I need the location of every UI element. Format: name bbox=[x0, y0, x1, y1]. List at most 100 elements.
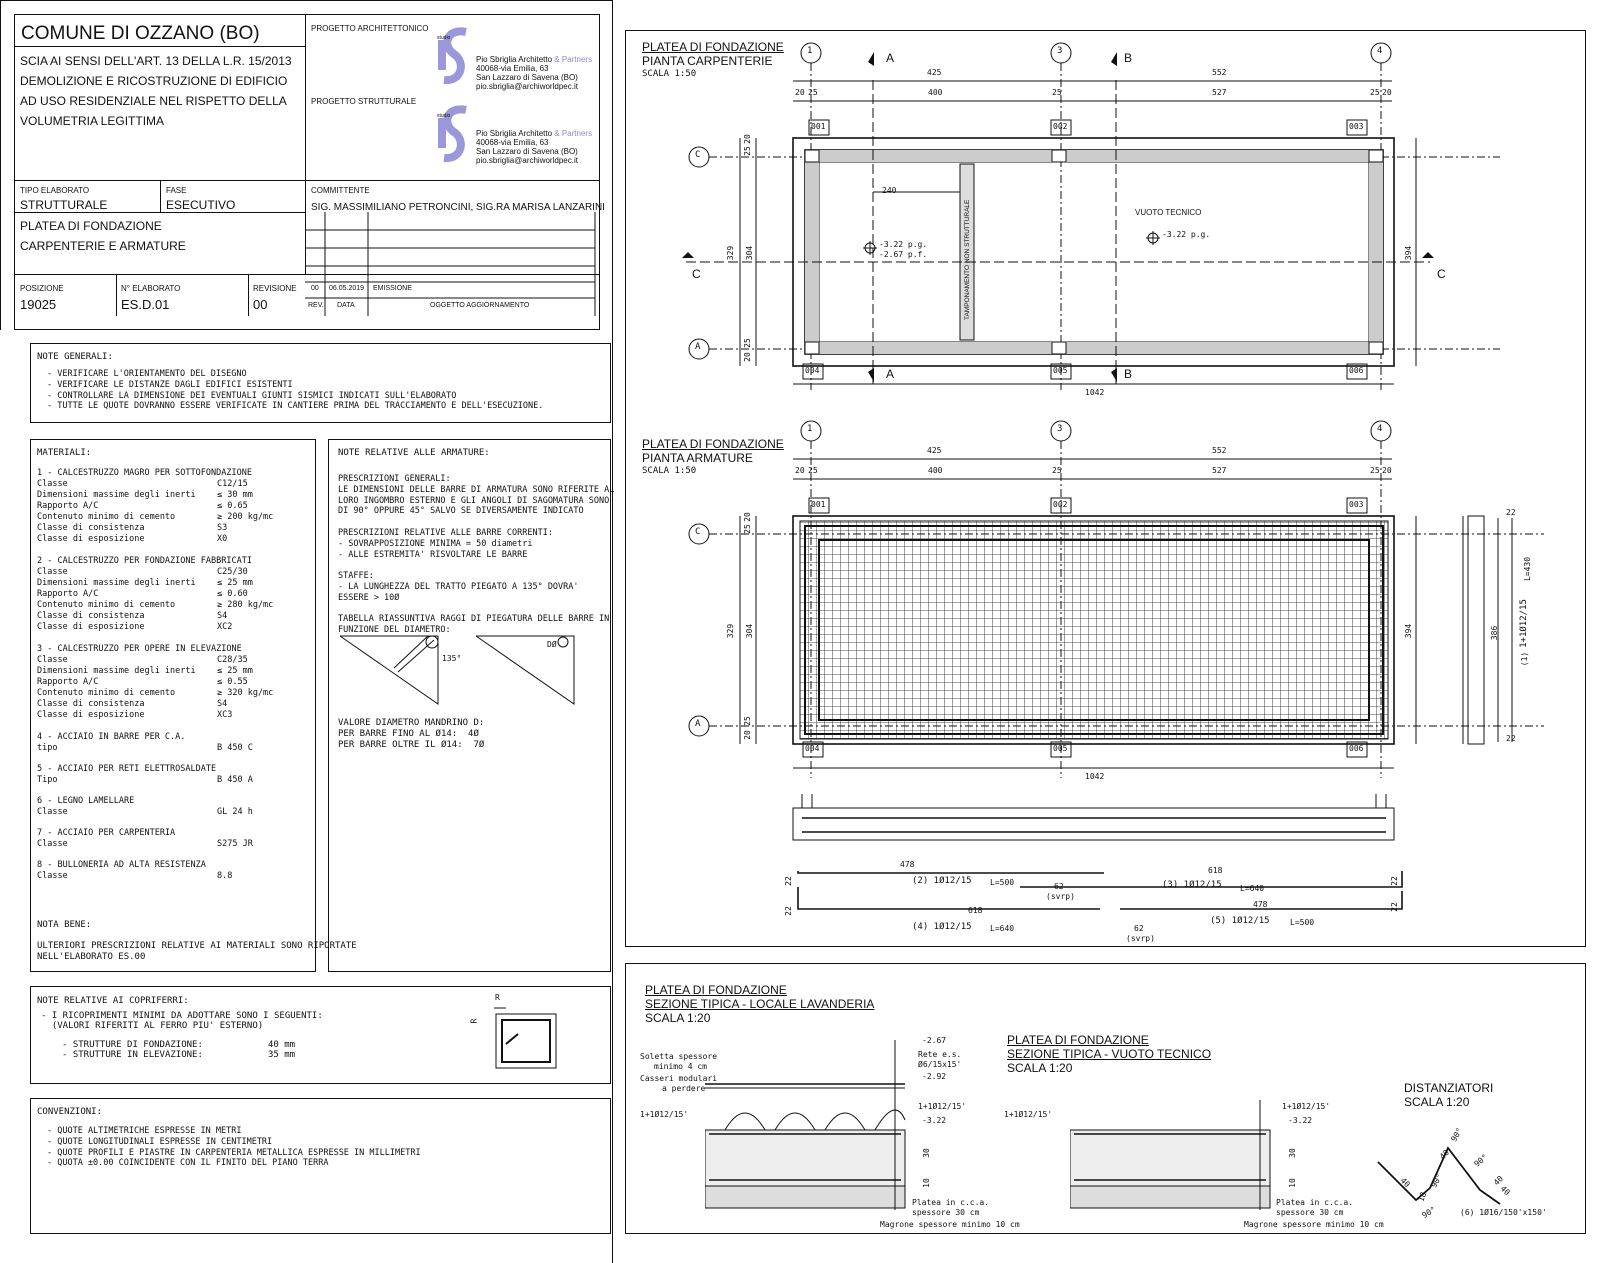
node-tag: 001 bbox=[811, 122, 826, 131]
label-magrone: Magrone spessore minimo 10 cm bbox=[880, 1220, 1020, 1229]
distanziatore-drawing bbox=[1377, 1146, 1501, 1205]
label-platea-2: spessore 30 cm bbox=[912, 1208, 980, 1217]
label-level-292: -2.92 bbox=[922, 1072, 947, 1081]
struct-project-label: PROGETTO STRUTTURALE bbox=[311, 97, 417, 106]
dim-left-4: 20 bbox=[742, 512, 752, 522]
material-value: B 450 A bbox=[217, 775, 253, 785]
dim-mid: 20 bbox=[1382, 88, 1392, 97]
material-value: S4 bbox=[217, 699, 228, 709]
sez-vuoto-title: PLATEA DI FONDAZIONE bbox=[1007, 1033, 1149, 1047]
dim-mid: 20 bbox=[795, 466, 805, 475]
material-property: Classe di consistenza bbox=[37, 611, 145, 621]
material-property: Classe di consistenza bbox=[37, 699, 145, 709]
side-dim-mid: 386 bbox=[1490, 625, 1500, 641]
node-tag: 005 bbox=[1053, 744, 1068, 753]
material-value: C28/35 bbox=[217, 655, 248, 665]
oggetto-header: OGGETTO AGGIORNAMENTO bbox=[430, 302, 530, 309]
description-line-2: DEMOLIZIONE E RICOSTRUZIONE DI EDIFICIO bbox=[20, 74, 288, 88]
axis-label: 3 bbox=[1057, 424, 1063, 434]
side-dim-bottom: 22 bbox=[1506, 734, 1516, 743]
mandrino-line-1: VALORE DIAMETRO MANDRINO D: bbox=[338, 718, 485, 728]
studio-email: pio.sbriglia@archiworldpec.it bbox=[476, 82, 578, 91]
material-value: GL 24 h bbox=[217, 807, 253, 817]
material-value: C12/15 bbox=[217, 479, 248, 489]
material-value: ≤ 0.55 bbox=[217, 677, 248, 687]
label-thick-30: 30 bbox=[921, 1148, 931, 1158]
elaborato-label: N° ELABORATO bbox=[121, 284, 181, 293]
material-value: ≤ 25 mm bbox=[217, 666, 253, 676]
dim-right: 394 bbox=[1404, 623, 1414, 639]
material-value: S4 bbox=[217, 611, 228, 621]
dim-mid: 527 bbox=[1212, 466, 1227, 475]
fase-label: FASE bbox=[166, 186, 187, 195]
studio-name-2: Pio Sbriglia Architetto & Partners bbox=[476, 129, 593, 138]
copriferri-row-2-label: - STRUTTURE IN ELEVAZIONE: bbox=[62, 1050, 203, 1060]
copriferro-diagram bbox=[494, 1007, 557, 1069]
description-line-1: SCIA AI SENSI DELL'ART. 13 DELLA L.R. 15… bbox=[20, 54, 292, 68]
studio-name: Pio Sbriglia Architetto & Partners bbox=[476, 55, 593, 64]
material-property: Classe bbox=[37, 871, 68, 881]
dim-top-2: 552 bbox=[1212, 68, 1227, 77]
convenzioni-heading: CONVENZIONI: bbox=[37, 1107, 103, 1117]
label-level-267: -2.67 bbox=[922, 1036, 947, 1045]
material-property: Classe bbox=[37, 839, 68, 849]
axis-label: 4 bbox=[1377, 46, 1383, 56]
nota-bene-line-1: ULTERIORI PRESCRIZIONI RELATIVE AI MATER… bbox=[37, 941, 357, 951]
material-property: Dimensioni massime degli inerti bbox=[37, 490, 196, 500]
note-generali-list: - VERIFICARE L'ORIENTAMENTO DEL DISEGNO … bbox=[47, 369, 543, 412]
svrp-2-label: (svrp) bbox=[1126, 934, 1155, 943]
description-line-4: VOLUMETRIA LEGITTIMA bbox=[20, 114, 165, 128]
sez-vuoto-subtitle: SEZIONE TIPICA - VUOTO TECNICO bbox=[1007, 1047, 1212, 1061]
material-group-title: 4 - ACCIAIO IN BARRE PER C.A. bbox=[37, 732, 186, 742]
plan-carp-title: PLATEA DI FONDAZIONE bbox=[642, 40, 784, 54]
studio-address: 40068-via Emilia, 63 bbox=[476, 64, 549, 73]
material-value: ≥ 320 kg/mc bbox=[217, 688, 274, 698]
label-casseri-2: a perdere bbox=[662, 1084, 706, 1093]
copriferri-line-1: - I RICOPRIMENTI MINIMI DA ADOTTARE SONO… bbox=[41, 1011, 323, 1021]
material-value: ≤ 0.65 bbox=[217, 501, 248, 511]
rev-num: 00 bbox=[311, 285, 319, 292]
armature-note-line: STAFFE: bbox=[338, 571, 374, 582]
nota-bene-line-2: NELL'ELABORATO ES.00 bbox=[37, 952, 146, 962]
label-level-322: -3.22 bbox=[1288, 1116, 1313, 1125]
side-bar-num: (1) bbox=[1520, 651, 1530, 667]
posizione-value: 19025 bbox=[20, 297, 57, 312]
label-soletta-2: minimo 4 cm bbox=[654, 1062, 707, 1071]
note-armature-panel bbox=[328, 439, 611, 972]
node-tag: 005 bbox=[1053, 366, 1068, 375]
material-property: Dimensioni massime degli inerti bbox=[37, 578, 196, 588]
copriferri-heading: NOTE RELATIVE AI COPRIFERRI: bbox=[37, 996, 189, 1006]
node-tag: 003 bbox=[1349, 122, 1364, 131]
dim-top-1: 425 bbox=[927, 68, 942, 77]
armature-note-line: - LA LUNGHEZZA DEL TRATTO PIEGATO A 135°… bbox=[338, 582, 579, 592]
studio-city-2: San Lazzaro di Savena (BO) bbox=[476, 147, 578, 156]
data-header: DATA bbox=[337, 302, 355, 309]
material-value: C25/30 bbox=[217, 567, 248, 577]
revisione-value: 00 bbox=[253, 297, 268, 312]
node-tag: 006 bbox=[1349, 366, 1364, 375]
copriferri-row-1-value: 40 mm bbox=[268, 1040, 296, 1050]
label-bars-left: 1+1Ø12/15' bbox=[1004, 1110, 1053, 1119]
dim-total: 1042 bbox=[1085, 772, 1105, 781]
dim-mid: 25 bbox=[1370, 88, 1380, 97]
material-property: Rapporto A/C bbox=[37, 501, 99, 511]
dim-left-6: 20 bbox=[742, 352, 752, 362]
description-line-3: AD USO RESIDENZIALE NEL RISPETTO DELLA bbox=[20, 94, 287, 108]
section-vuoto-drawing bbox=[1070, 1100, 1271, 1210]
list-item: - VERIFICARE LE DISTANZE DAGLI EDIFICI E… bbox=[47, 379, 293, 390]
label-bars-right: 1+1Ø12/15' bbox=[918, 1102, 967, 1111]
studio-logo-2 bbox=[438, 105, 467, 163]
convenzioni-panel bbox=[30, 1098, 611, 1234]
dim-inner: 240 bbox=[882, 186, 897, 195]
dim-top-1: 425 bbox=[927, 446, 942, 455]
title-block-divider-v bbox=[305, 14, 306, 274]
elaborato-value: ES.D.01 bbox=[121, 297, 170, 312]
node-tag: 003 bbox=[1349, 500, 1364, 509]
node-tag: 004 bbox=[805, 366, 820, 375]
title-block-divider-h2 bbox=[14, 212, 306, 213]
level-2: -2.67 p.f. bbox=[879, 250, 928, 259]
bar-2-len: L=500 bbox=[990, 878, 1015, 887]
material-property: Classe di consistenza bbox=[37, 523, 145, 533]
section-c-right: C bbox=[1437, 267, 1446, 281]
bend-angle-label: 135° bbox=[442, 654, 462, 663]
